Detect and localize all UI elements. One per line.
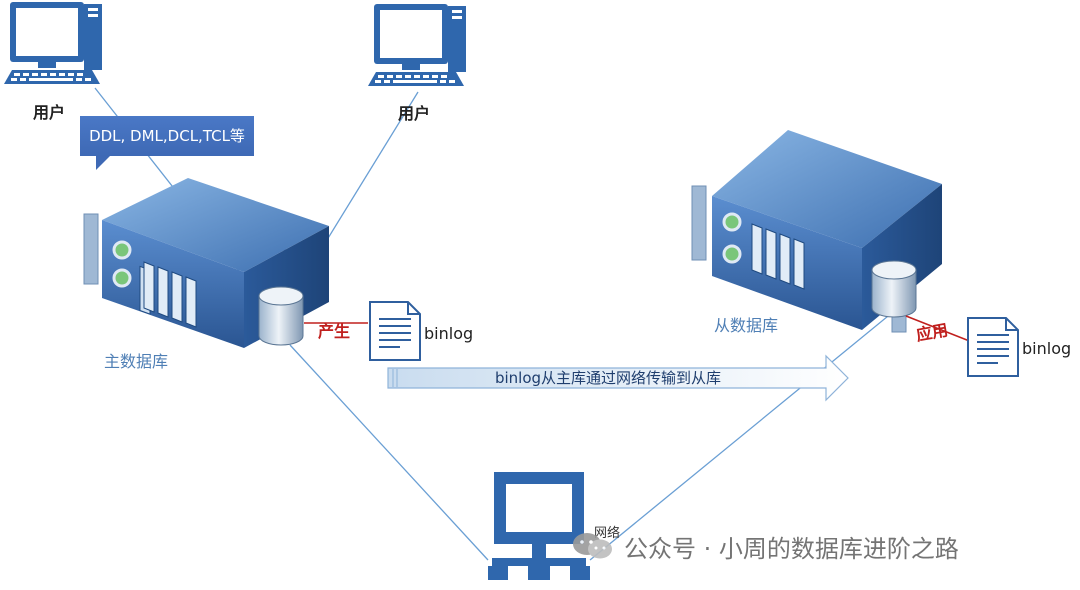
callout-pointer xyxy=(96,154,112,170)
slave-database-cylinder-icon xyxy=(871,260,917,318)
transfer-description: binlog从主库通过网络传输到从库 xyxy=(494,369,722,387)
network-computer-icon xyxy=(488,472,590,580)
slave-binlog-document-icon xyxy=(967,317,1019,377)
master-produce-label: 产生 xyxy=(318,322,351,341)
slave-apply-connector xyxy=(905,315,973,343)
master-database-label: 主数据库 xyxy=(104,352,169,371)
master-binlog-document-icon xyxy=(369,301,421,361)
transfer-arrow xyxy=(387,354,849,402)
user-label: 用户 xyxy=(398,104,431,123)
network-label: 网络 xyxy=(594,526,621,541)
user-computer-icon xyxy=(4,2,102,84)
line-network-slave xyxy=(589,311,894,561)
line-master-network xyxy=(289,344,489,561)
callout-sql-types: DDL, DML,DCL,TCL等 xyxy=(80,116,254,156)
watermark: 公众号 · 小周的数据库进阶之路 xyxy=(572,528,959,564)
slave-binlog-label: binlog xyxy=(1022,339,1072,358)
slave-database-label: 从数据库 xyxy=(714,316,779,335)
user-label: 用户 xyxy=(33,103,66,122)
user-computer-icon xyxy=(368,4,466,86)
watermark-text: 公众号 · 小周的数据库进阶之路 xyxy=(624,534,959,563)
wechat-icon xyxy=(573,533,612,559)
master-binlog-label: binlog xyxy=(424,324,474,343)
master-database-cylinder-icon xyxy=(258,286,304,346)
